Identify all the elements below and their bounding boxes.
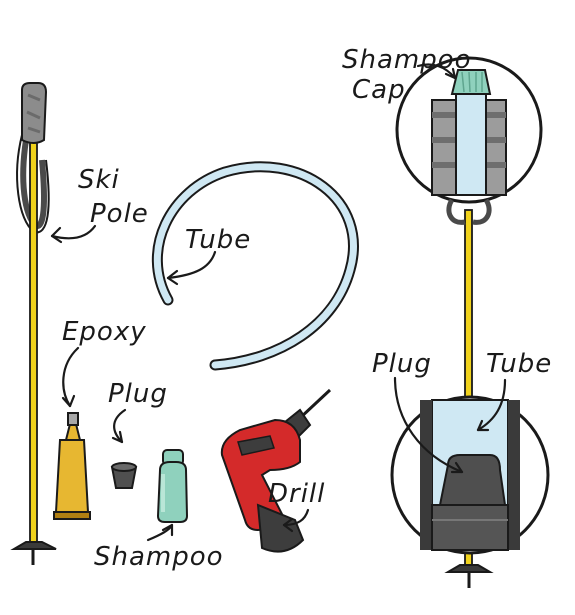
- shampoo-bottle: [156, 449, 189, 523]
- shampoo-cap-label: Shampoo Cap: [342, 45, 472, 105]
- epoxy-arrow: [62, 346, 80, 408]
- shampoo-label-text: Shampoo: [94, 542, 224, 572]
- tube-label-right: Tube: [476, 349, 552, 432]
- shampoo-cap-arrow: [416, 63, 457, 80]
- ski-pole-label-line2: Pole: [90, 199, 149, 229]
- power-drill: [220, 388, 332, 553]
- rubber-plug: [110, 462, 138, 489]
- tube-label-right-text: Tube: [486, 349, 552, 379]
- plug-label-left-text: Plug: [108, 379, 168, 409]
- epoxy-label: Epoxy: [61, 317, 147, 408]
- shampoo-label: Shampoo: [94, 523, 224, 572]
- drill-label: Drill: [268, 479, 325, 533]
- epoxy-tube: [53, 412, 91, 520]
- pole-basket: [10, 541, 57, 550]
- plug-label-left: Plug: [108, 379, 168, 444]
- drill-label-text: Drill: [268, 479, 325, 509]
- ski-pole-illustration: [10, 82, 57, 565]
- epoxy-label-text: Epoxy: [62, 317, 147, 347]
- shampoo-cap-label-line2: Cap: [352, 75, 406, 105]
- plug-label-right-text: Plug: [372, 349, 432, 379]
- ski-pole-label: Ski Pole: [50, 165, 149, 244]
- plug-right-arrow: [393, 376, 464, 474]
- plug-left-arrow: [113, 408, 127, 444]
- tube-coil: [151, 161, 359, 371]
- shampoo-cap-label-line1: Shampoo: [342, 45, 472, 75]
- drill-arrow: [282, 508, 310, 527]
- tube-right-arrow: [476, 378, 507, 432]
- plug-tube-detail: [390, 395, 550, 555]
- assembled-pole-shaft: [464, 209, 473, 406]
- tube-label-left-text: Tube: [185, 225, 251, 255]
- pole-grip: [21, 82, 48, 144]
- ski-pole-label-line1: Ski: [78, 165, 120, 195]
- tube-label-left: Tube: [166, 225, 251, 286]
- pole-shaft: [29, 139, 38, 546]
- plug-label-right: Plug: [372, 349, 464, 474]
- ski-pole-arrow: [50, 224, 97, 240]
- shampoo-cap-detail: [395, 56, 543, 225]
- tube-left-arrow: [166, 250, 217, 280]
